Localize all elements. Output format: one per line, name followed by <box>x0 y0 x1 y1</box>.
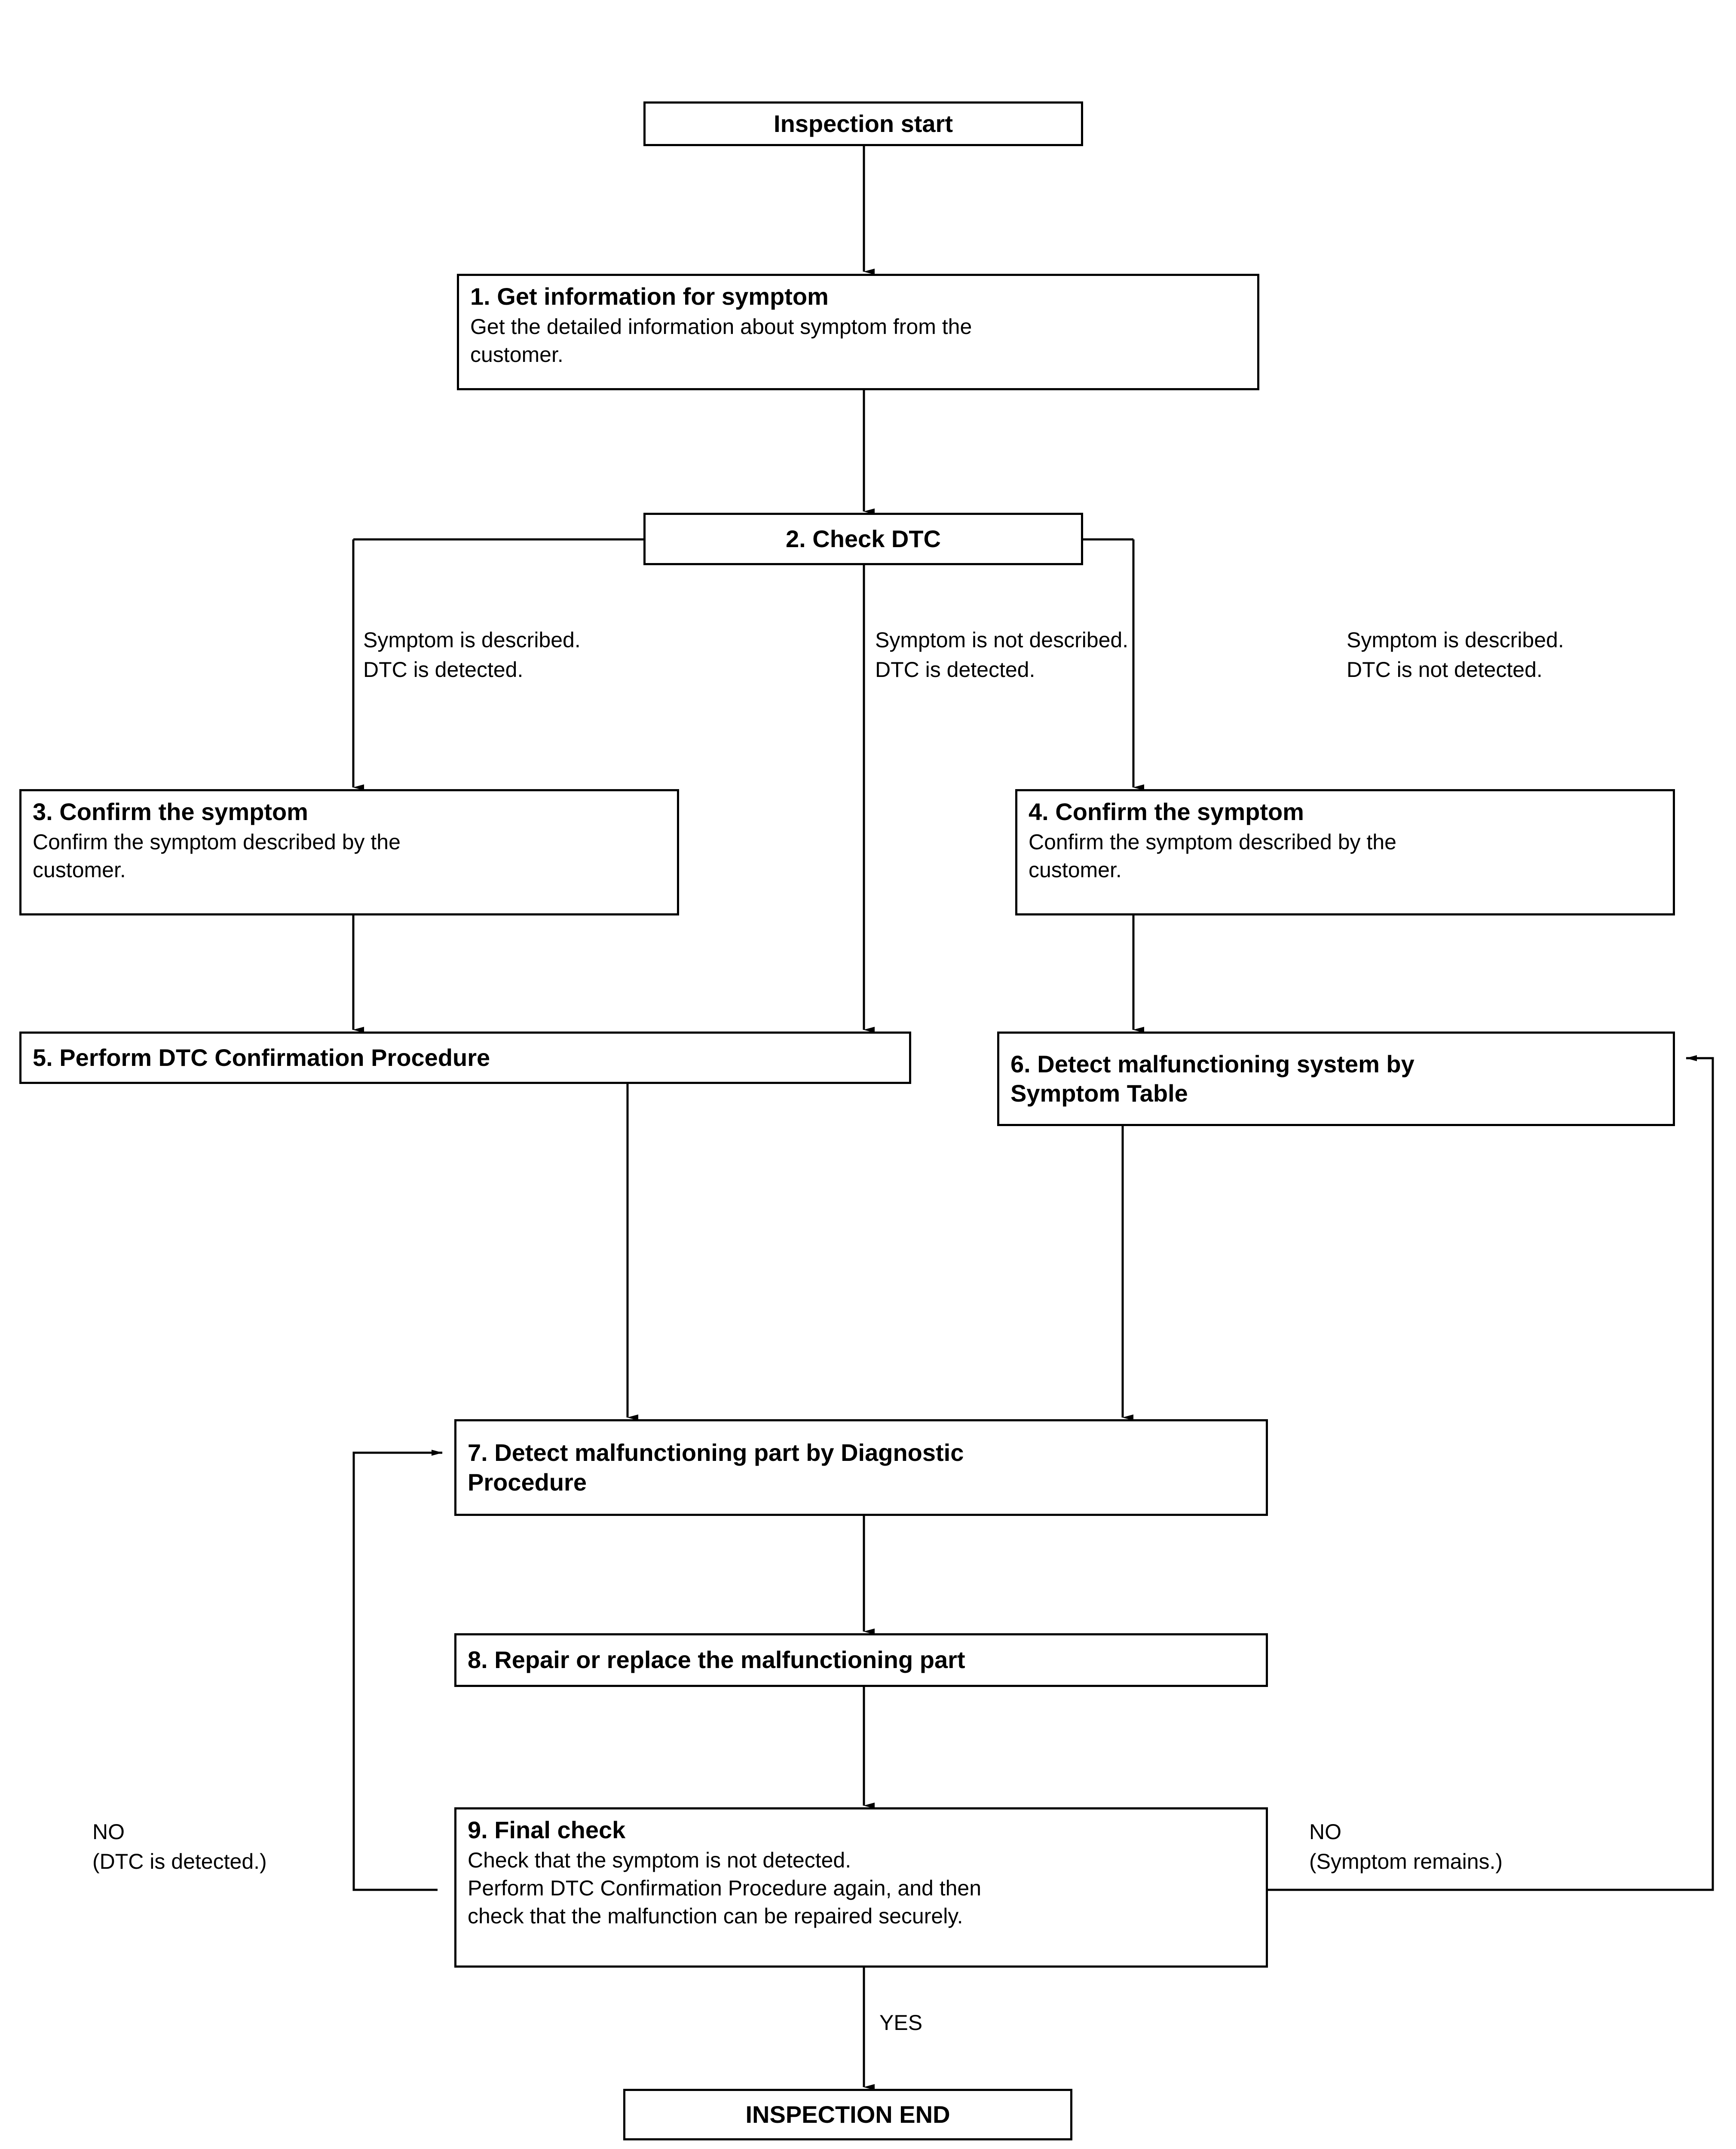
node-8-repair-or-replace[interactable]: 8. Repair or replace the malfunctioning … <box>454 1633 1268 1687</box>
edge-label-no-symptom-remains: NO (Symptom remains.) <box>1309 1820 1503 1873</box>
edge-label-no-dtc-detected: NO (DTC is detected.) <box>92 1820 267 1873</box>
node-inspection-end-title: INSPECTION END <box>745 2100 950 2128</box>
node-6-title: 6. Detect malfunctioning system by Sympt… <box>1010 1050 1415 1107</box>
node-1-desc: Get the detailed information about sympt… <box>470 315 972 367</box>
node-6-detect-malfunctioning-system[interactable]: 6. Detect malfunctioning system by Sympt… <box>997 1032 1675 1126</box>
node-3-desc: Confirm the symptom described by the cus… <box>33 830 401 882</box>
node-inspection-end[interactable]: INSPECTION END <box>623 2089 1072 2140</box>
node-inspection-start[interactable]: Inspection start <box>643 101 1083 146</box>
edge-9-no-symptom-to-6 <box>1268 1055 1714 1891</box>
node-5-title: 5. Perform DTC Confirmation Procedure <box>33 1044 490 1071</box>
node-5-perform-dtc-confirmation-procedure[interactable]: 5. Perform DTC Confirmation Procedure <box>19 1032 911 1084</box>
node-2-check-dtc[interactable]: 2. Check DTC <box>643 513 1083 565</box>
node-7-title: 7. Detect malfunctioning part by Diagnos… <box>468 1439 964 1496</box>
node-4-confirm-the-symptom[interactable]: 4. Confirm the symptom Confirm the sympt… <box>1015 789 1675 915</box>
node-9-title: 9. Final check <box>468 1816 626 1843</box>
node-7-detect-malfunctioning-part[interactable]: 7. Detect malfunctioning part by Diagnos… <box>454 1419 1268 1516</box>
edge-label-yes: YES <box>879 2011 923 2035</box>
edge-label-branch-middle: Symptom is not described. DTC is detecte… <box>875 628 1129 682</box>
node-1-title: 1. Get information for symptom <box>470 283 829 310</box>
node-3-confirm-the-symptom[interactable]: 3. Confirm the symptom Confirm the sympt… <box>19 789 679 915</box>
node-1-get-information[interactable]: 1. Get information for symptom Get the d… <box>457 274 1259 390</box>
node-9-final-check[interactable]: 9. Final check Check that the symptom is… <box>454 1807 1268 1968</box>
edge-label-branch-left: Symptom is described. DTC is detected. <box>363 628 581 682</box>
node-3-title: 3. Confirm the symptom <box>33 798 308 825</box>
node-inspection-start-title: Inspection start <box>774 110 953 137</box>
node-4-desc: Confirm the symptom described by the cus… <box>1029 830 1396 882</box>
edge-9-no-dtc-to-7 <box>352 1450 443 1891</box>
edge-label-branch-right: Symptom is described. DTC is not detecte… <box>1347 628 1564 682</box>
node-8-title: 8. Repair or replace the malfunctioning … <box>468 1646 965 1674</box>
node-4-title: 4. Confirm the symptom <box>1029 798 1304 825</box>
node-9-desc: Check that the symptom is not detected. … <box>468 1848 982 1929</box>
node-2-title: 2. Check DTC <box>786 525 941 552</box>
